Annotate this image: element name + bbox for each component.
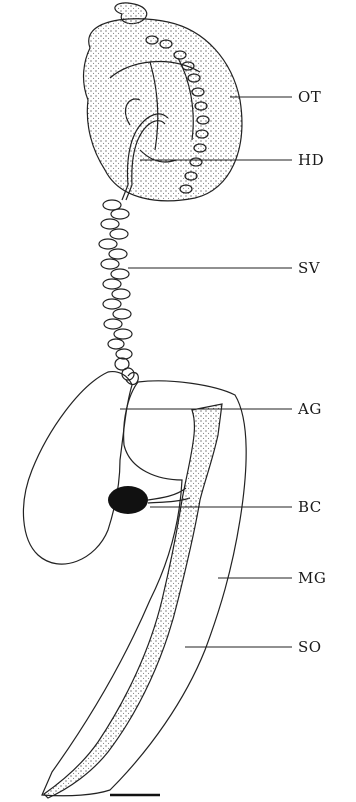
label-so: SO [298, 638, 322, 656]
bursa-copulatrix [108, 486, 190, 514]
label-ag: AG [297, 400, 322, 418]
label-mg: MG [298, 569, 326, 587]
label-sv: SV [298, 259, 321, 277]
label-hd: HD [298, 151, 324, 169]
seminal-vesicle [99, 185, 138, 385]
ovotestis [84, 3, 242, 201]
label-bc: BC [298, 498, 322, 516]
albumen-gland [23, 372, 132, 565]
label-ot: OT [298, 88, 321, 106]
sperm-oviduct [44, 404, 222, 798]
